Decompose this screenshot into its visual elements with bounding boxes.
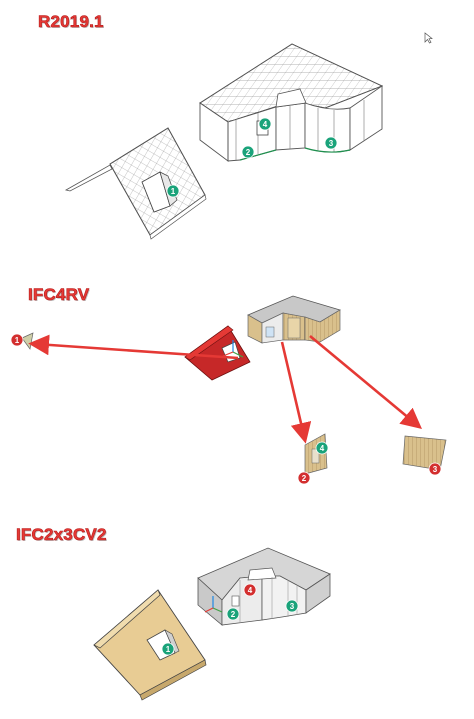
svg-text:2: 2 [246, 148, 251, 157]
marker-ifc2x3-4: 4 [243, 583, 257, 597]
ifc4rv-wall-fragment-1 [21, 332, 34, 350]
ifc4rv-building-model [247, 295, 341, 344]
marker-r2019-3: 3 [324, 136, 338, 150]
marker-ifc4rv-3: 3 [428, 462, 442, 476]
arrow-to-fragment-1 [28, 334, 239, 360]
svg-text:3: 3 [290, 602, 295, 611]
ifc2x3-building-model [197, 547, 331, 626]
axis-gizmo-icon [222, 340, 244, 358]
svg-text:3: 3 [433, 465, 438, 474]
r2019-building-model [199, 43, 384, 162]
section-title-r2019: R2019.1 [38, 12, 104, 32]
r2019-roof-model [64, 127, 207, 240]
svg-text:1: 1 [171, 187, 176, 196]
svg-text:3: 3 [329, 139, 334, 148]
svg-text:2: 2 [302, 474, 307, 483]
marker-ifc2x3-2: 2 [226, 607, 240, 621]
marker-ifc4rv-1: 1 [10, 333, 24, 347]
svg-text:4: 4 [263, 120, 268, 129]
arrow-to-fragment-2 [280, 341, 312, 444]
section-title-ifc4rv: IFC4RV [28, 285, 90, 305]
arrow-to-fragment-3 [309, 334, 423, 429]
ifc2x3-roof-model [93, 589, 207, 701]
marker-r2019-2: 2 [241, 145, 255, 159]
svg-text:2: 2 [231, 610, 236, 619]
svg-text:4: 4 [248, 586, 253, 595]
axis-gizmo-icon [204, 596, 223, 613]
section-title-ifc2x3cv2: IFC2x3CV2 [16, 525, 107, 545]
marker-r2019-1: 1 [166, 184, 180, 198]
cursor-icon [424, 32, 433, 44]
marker-ifc2x3-1: 1 [161, 642, 175, 656]
svg-text:1: 1 [15, 336, 20, 345]
marker-ifc4rv-4: 4 [315, 441, 329, 455]
marker-r2019-4: 4 [258, 117, 272, 131]
svg-text:4: 4 [320, 444, 325, 453]
svg-text:1: 1 [166, 645, 171, 654]
marker-ifc4rv-2: 2 [297, 471, 311, 485]
ifc4rv-red-roof-model [184, 325, 251, 381]
ifc4rv-arrows [28, 334, 423, 444]
marker-ifc2x3-3: 3 [285, 599, 299, 613]
